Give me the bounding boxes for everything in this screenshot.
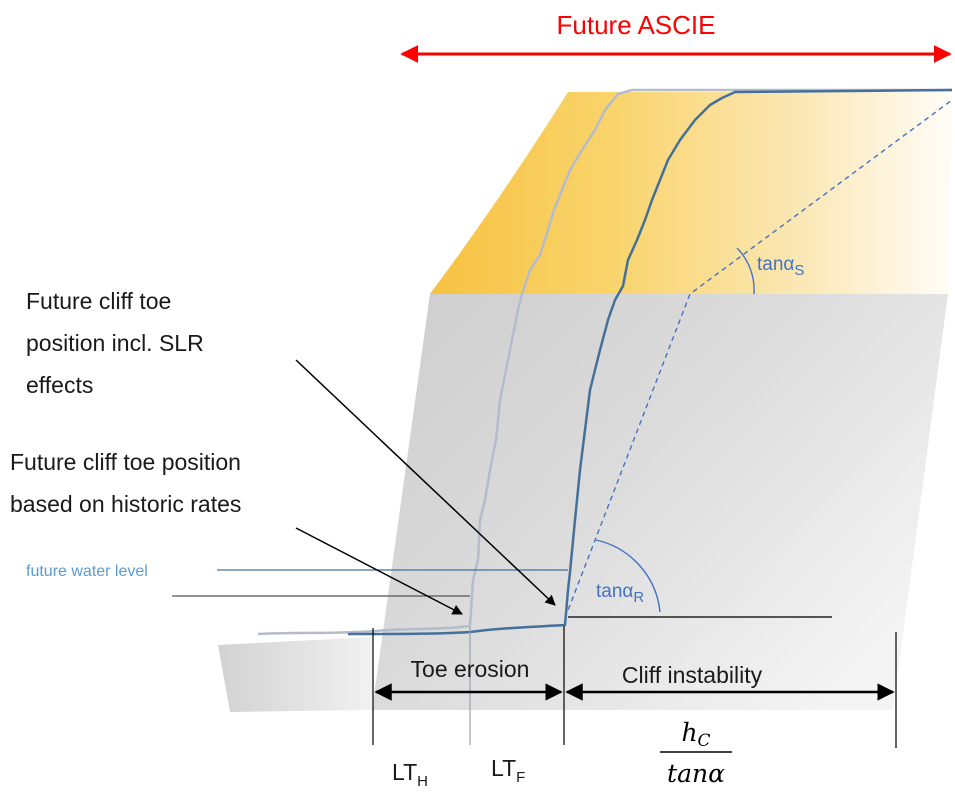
toe-historic-arrow [295,527,463,615]
toe-erosion-label: Toe erosion [411,656,530,682]
rock-layer [372,294,948,710]
slope-angle-label: tanαS [757,254,804,279]
cliff-instability-label: Cliff instability [622,662,763,688]
beach-platform [218,637,372,712]
future-water-level-label: future water level [26,563,148,580]
rock-angle-arc [595,539,661,613]
ltf-label: LTF [491,755,525,786]
sand-layer [430,92,952,294]
slope-angle-arc [736,247,755,295]
hc-numerator: hC [681,718,710,751]
rock-angle-label: tanαR [596,581,644,606]
future-cliff-profile [347,88,953,636]
toe-historic-annotation: Future cliff toe position based on histo… [10,449,247,517]
lth-label: LTH [392,759,428,790]
toe-slr-arrow [295,359,556,606]
hc-denominator: tanα [667,759,725,788]
ascie-title: Future ASCIE [557,10,716,40]
historic-cliff-profile [257,88,952,636]
toe-slr-annotation: Future cliff toe position incl. SLR effe… [26,288,210,398]
